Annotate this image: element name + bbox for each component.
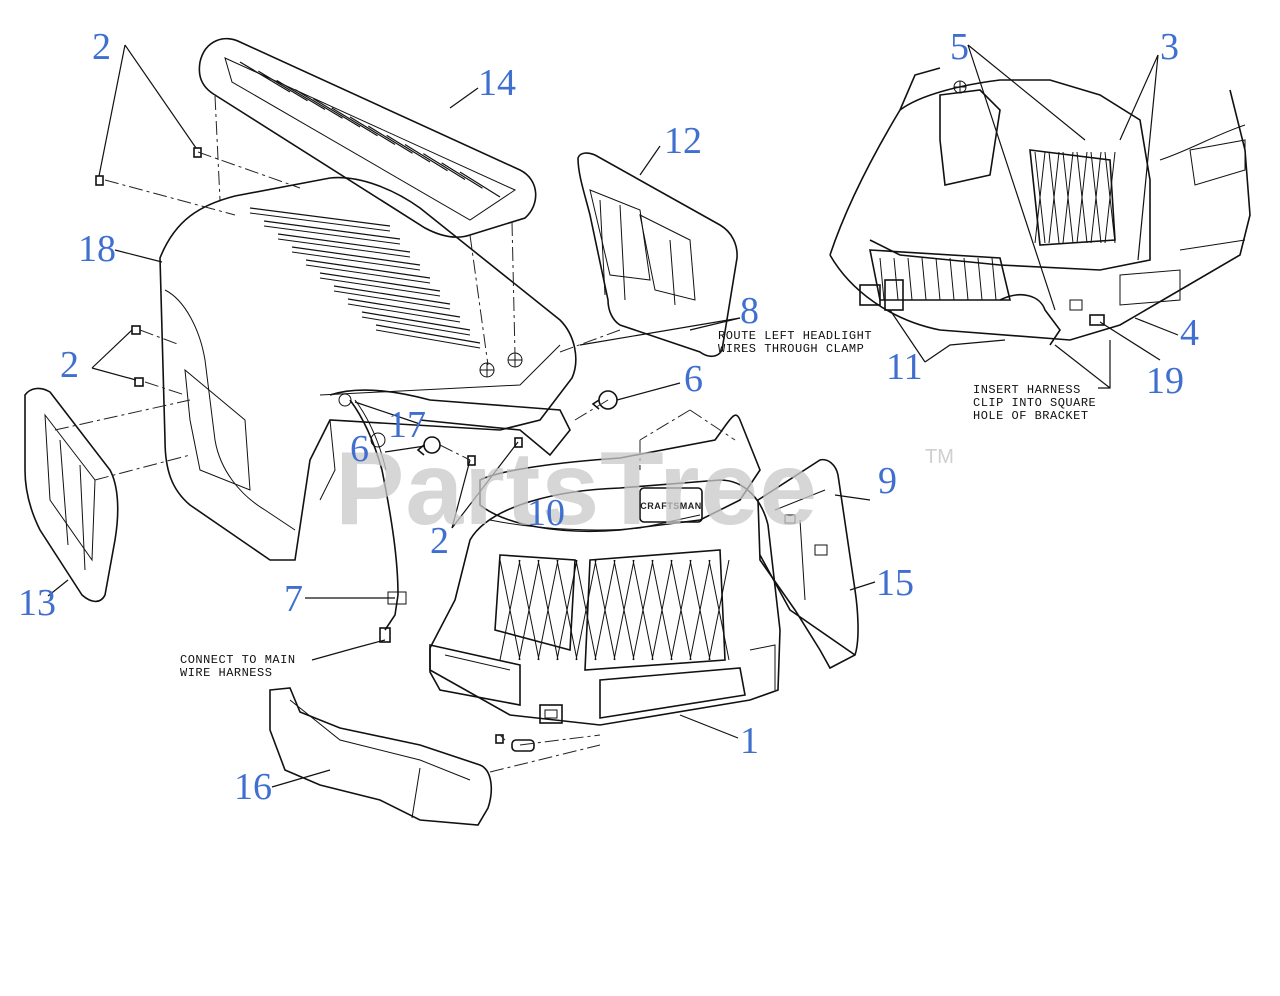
part-12-side-panel [577, 152, 738, 358]
callout-17[interactable]: 17 [388, 404, 426, 446]
alignment-lines [54, 95, 736, 773]
note-line: INSERT HARNESS [973, 383, 1081, 397]
callout-7[interactable]: 7 [284, 578, 303, 620]
partstree-watermark: PartsTree [335, 431, 819, 547]
part-9-15-right-side-panel [757, 458, 859, 670]
note-line: HOLE OF BRACKET [973, 409, 1089, 423]
note-insert-harness-clip: INSERT HARNESS CLIP INTO SQUARE HOLE OF … [973, 384, 1096, 423]
inset-detail-view [829, 67, 1251, 346]
callout-2[interactable]: 2 [60, 344, 79, 386]
note-line: WIRE HARNESS [180, 666, 273, 680]
note-line: CLIP INTO SQUARE [973, 396, 1097, 410]
callout-19[interactable]: 19 [1146, 360, 1184, 402]
leader-lines [47, 44, 1179, 788]
callout-18[interactable]: 18 [78, 228, 116, 270]
note-line: CONNECT TO MAIN [180, 653, 296, 667]
part-13-left-side-panel [24, 387, 119, 603]
note-connect-harness: CONNECT TO MAIN WIRE HARNESS [180, 654, 296, 680]
note-route-headlight-wires: ROUTE LEFT HEADLIGHT WIRES THROUGH CLAMP [718, 330, 872, 356]
watermark-trademark: TM [925, 446, 954, 468]
callout-8[interactable]: 8 [740, 290, 759, 332]
callout-2[interactable]: 2 [92, 26, 111, 68]
callout-4[interactable]: 4 [1180, 312, 1199, 354]
callout-16[interactable]: 16 [234, 766, 272, 808]
callout-2[interactable]: 2 [430, 520, 449, 562]
callout-15[interactable]: 15 [876, 562, 914, 604]
callout-10[interactable]: 10 [527, 492, 565, 534]
note-line: ROUTE LEFT HEADLIGHT [718, 329, 873, 343]
part-1-front-grille-housing: CRAFTSMAN [429, 414, 781, 726]
callout-3[interactable]: 3 [1160, 26, 1179, 68]
callout-12[interactable]: 12 [664, 120, 702, 162]
callout-6[interactable]: 6 [350, 428, 369, 470]
callout-6[interactable]: 6 [684, 358, 703, 400]
part-16-front-bumper [269, 687, 493, 826]
craftsman-badge: CRAFTSMAN [640, 501, 702, 511]
callout-14[interactable]: 14 [478, 62, 516, 104]
note-line: WIRES THROUGH CLAMP [718, 342, 865, 356]
callout-5[interactable]: 5 [950, 26, 969, 68]
callout-13[interactable]: 13 [18, 582, 56, 624]
callout-9[interactable]: 9 [878, 460, 897, 502]
part-18-main-hood [159, 176, 577, 561]
part-7-wire-harness [338, 393, 407, 643]
callout-11[interactable]: 11 [886, 346, 923, 388]
callout-1[interactable]: 1 [740, 720, 759, 762]
part-14-hood-grille-panel [198, 37, 537, 238]
